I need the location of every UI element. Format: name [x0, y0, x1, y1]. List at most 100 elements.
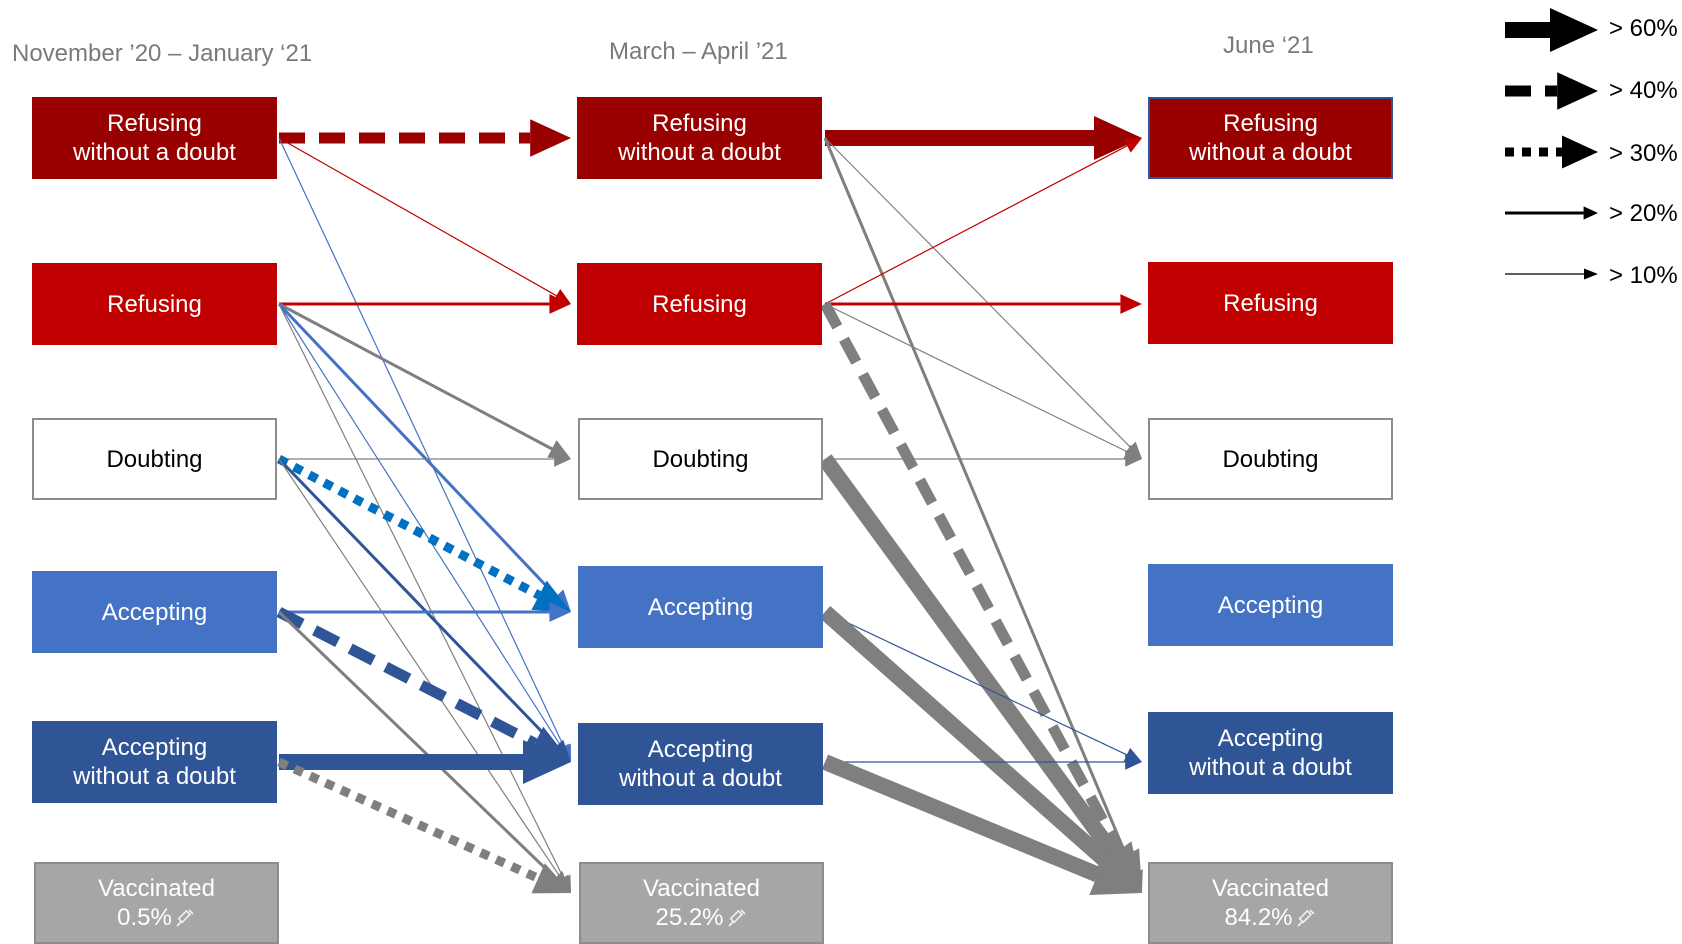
legend-arrow-dotted	[1505, 135, 1598, 169]
box-vaccinated-june: Vaccinated 84.2%	[1148, 862, 1393, 944]
flow-arrow-c0_acc-to-c1_acc	[279, 602, 571, 622]
syringe-icon	[1296, 908, 1315, 927]
box-label: Doubting	[106, 445, 203, 473]
box-refusing-nov-jan: Refusing	[32, 263, 277, 345]
flow-arrow-c1_awd-to-c2_vac-shaft	[821, 754, 1101, 883]
box-refusing-without-doubt-june: Refusing without a doubt	[1148, 97, 1393, 179]
box-label: without a doubt	[1189, 754, 1352, 781]
column-heading-june: June ‘21	[1223, 32, 1314, 59]
flow-arrow-c0_rwd-to-c1_rwd	[279, 119, 571, 157]
column-heading-nov-jan: November ’20 – January ‘21	[12, 40, 313, 67]
legend-arrow-thin-solid	[1505, 268, 1598, 280]
legend-arrow-thick-solid-head	[1550, 8, 1598, 52]
flow-arrow-c0_ref-to-c1_dou-head	[547, 440, 571, 459]
flow-arrow-c0_ref-to-c1_vac	[278, 303, 571, 893]
legend-arrow-solid-head	[1583, 206, 1598, 220]
box-label: Accepting	[647, 593, 754, 621]
box-accepting-without-doubt-mar-apr: Accepting without a doubt	[578, 723, 823, 805]
legend-arrow-solid	[1505, 206, 1598, 220]
flow-arrow-c1_ref-to-c2_rwd-head	[1123, 138, 1142, 153]
flow-arrow-c0_awd-to-c1_vac-head	[531, 863, 571, 894]
box-label: Refusing	[107, 110, 202, 137]
legend-arrow-dotted-head	[1562, 135, 1598, 169]
box-refusing-without-doubt-mar-apr: Refusing without a doubt	[577, 97, 822, 179]
flow-arrow-c1_rwd-to-c2_dou-shaft	[824, 137, 1131, 448]
flow-arrow-c0_awd-to-c1_vac	[277, 757, 571, 894]
flow-arrow-c0_awd-to-c1_vac-shaft	[277, 757, 540, 883]
flow-arrow-c1_ref-to-c2_rwd-shaft	[824, 145, 1128, 305]
flow-arrow-c0_rwd-to-c1_awd-shaft	[278, 137, 565, 748]
flow-arrow-c0_dou-to-c1_acc	[276, 455, 571, 612]
box-accepting-without-doubt-nov-jan: Accepting without a doubt	[32, 721, 277, 803]
flow-arrow-c1_acc-to-c2_vac-shaft	[819, 606, 1112, 868]
box-label: Doubting	[652, 445, 749, 473]
flow-arrow-c0_acc-to-c1_vac-shaft	[277, 610, 557, 880]
flow-arrow-c1_awd-to-c2_awd	[825, 754, 1142, 770]
box-doubting-mar-apr: Doubting	[578, 418, 823, 500]
flow-arrow-c0_ref-to-c1_acc-shaft	[277, 302, 558, 598]
flow-arrow-c0_rwd-to-c1_rwd-head	[530, 119, 571, 157]
box-label: Vaccinated	[98, 875, 215, 902]
legend-arrow-thin-solid-head	[1584, 268, 1598, 280]
box-label: Refusing	[652, 290, 747, 318]
flow-arrow-c1_awd-to-c2_vac	[821, 754, 1142, 895]
box-label: without a doubt	[73, 139, 236, 166]
flow-arrow-c0_acc-to-c1_acc-head	[549, 602, 571, 622]
box-accepting-without-doubt-june: Accepting without a doubt	[1148, 712, 1393, 794]
flow-arrow-c0_ref-to-c1_dou	[278, 302, 571, 459]
flow-arrow-c0_dou-to-c1_dou-head	[554, 451, 571, 467]
flow-arrow-c0_rwd-to-c1_awd	[278, 137, 571, 762]
legend-label-40: > 40%	[1609, 77, 1678, 104]
flow-arrow-c0_ref-to-c1_ref	[279, 294, 571, 314]
flow-arrow-c1_acc-to-c2_awd-shaft	[824, 611, 1128, 756]
box-label: Refusing	[652, 110, 747, 137]
box-label: Accepting	[101, 598, 208, 626]
flow-arrow-c0_dou-to-c1_acc-head	[531, 580, 571, 612]
flow-arrow-c0_ref-to-c1_vac-shaft	[278, 303, 565, 879]
vaccinated-share: 84.2%	[1224, 904, 1293, 931]
flow-arrow-c0_acc-to-c1_awd-shaft	[276, 607, 538, 749]
box-label: Refusing	[107, 290, 202, 318]
flow-arrow-c0_awd-to-c1_awd-head	[523, 740, 571, 784]
flow-arrow-c0_awd-to-c1_awd	[279, 740, 571, 784]
flow-arrow-c0_ref-to-c1_awd	[278, 303, 571, 762]
box-label: Doubting	[1222, 445, 1319, 473]
flow-arrow-c1_dou-to-c2_dou	[825, 451, 1142, 467]
box-label: without a doubt	[619, 765, 782, 792]
flow-arrow-c0_dou-to-c1_dou	[279, 451, 571, 467]
syringe-icon	[727, 908, 746, 927]
flow-arrow-c0_dou-to-c1_acc-shaft	[276, 455, 542, 600]
box-label: Accepting	[101, 734, 208, 761]
legend-arrow-dashed	[1505, 72, 1598, 110]
box-label: without a doubt	[618, 139, 781, 166]
box-label: without a doubt	[1189, 139, 1352, 166]
flow-arrow-c1_rwd-to-c2_vac-shaft	[823, 137, 1136, 874]
flow-arrow-c0_ref-to-c1_awd-shaft	[278, 303, 563, 749]
legend-label-60: > 60%	[1609, 15, 1678, 42]
flow-arrow-c1_awd-to-c2_vac-head	[1089, 854, 1142, 895]
box-label: Accepting	[1217, 591, 1324, 619]
flow-arrow-c0_ref-to-c1_ref-head	[549, 294, 571, 314]
flow-arrow-c1_rwd-to-c2_rwd-head	[1094, 116, 1142, 160]
flow-arrow-c0_ref-to-c1_dou-shaft	[278, 302, 553, 451]
box-label: Refusing	[1223, 289, 1318, 317]
box-doubting-june: Doubting	[1148, 418, 1393, 500]
flow-arrow-c1_dou-to-c2_vac-shaft	[818, 454, 1121, 859]
flow-arrow-c0_acc-to-c1_awd	[276, 607, 571, 762]
box-label: Vaccinated	[643, 875, 760, 902]
flow-arrow-c0_rwd-to-c1_ref-shaft	[278, 137, 557, 297]
flow-arrow-c1_awd-to-c2_awd-head	[1125, 754, 1142, 770]
box-label: Vaccinated	[1212, 875, 1329, 902]
box-refusing-without-doubt-nov-jan: Refusing without a doubt	[32, 97, 277, 179]
box-label: Accepting	[647, 736, 754, 763]
flow-arrow-c1_dou-to-c2_dou-head	[1125, 451, 1142, 467]
box-accepting-mar-apr: Accepting	[578, 566, 823, 648]
box-vaccinated-nov-jan: Vaccinated 0.5%	[34, 862, 279, 944]
legend-label-10: > 10%	[1609, 262, 1678, 289]
flow-arrow-c1_ref-to-c2_vac	[820, 301, 1142, 893]
legend-label-30: > 30%	[1609, 140, 1678, 167]
syringe-icon	[176, 908, 194, 927]
flow-arrow-c1_rwd-to-c2_rwd	[825, 116, 1142, 160]
flow-arrow-c1_acc-to-c2_vac	[819, 606, 1142, 893]
